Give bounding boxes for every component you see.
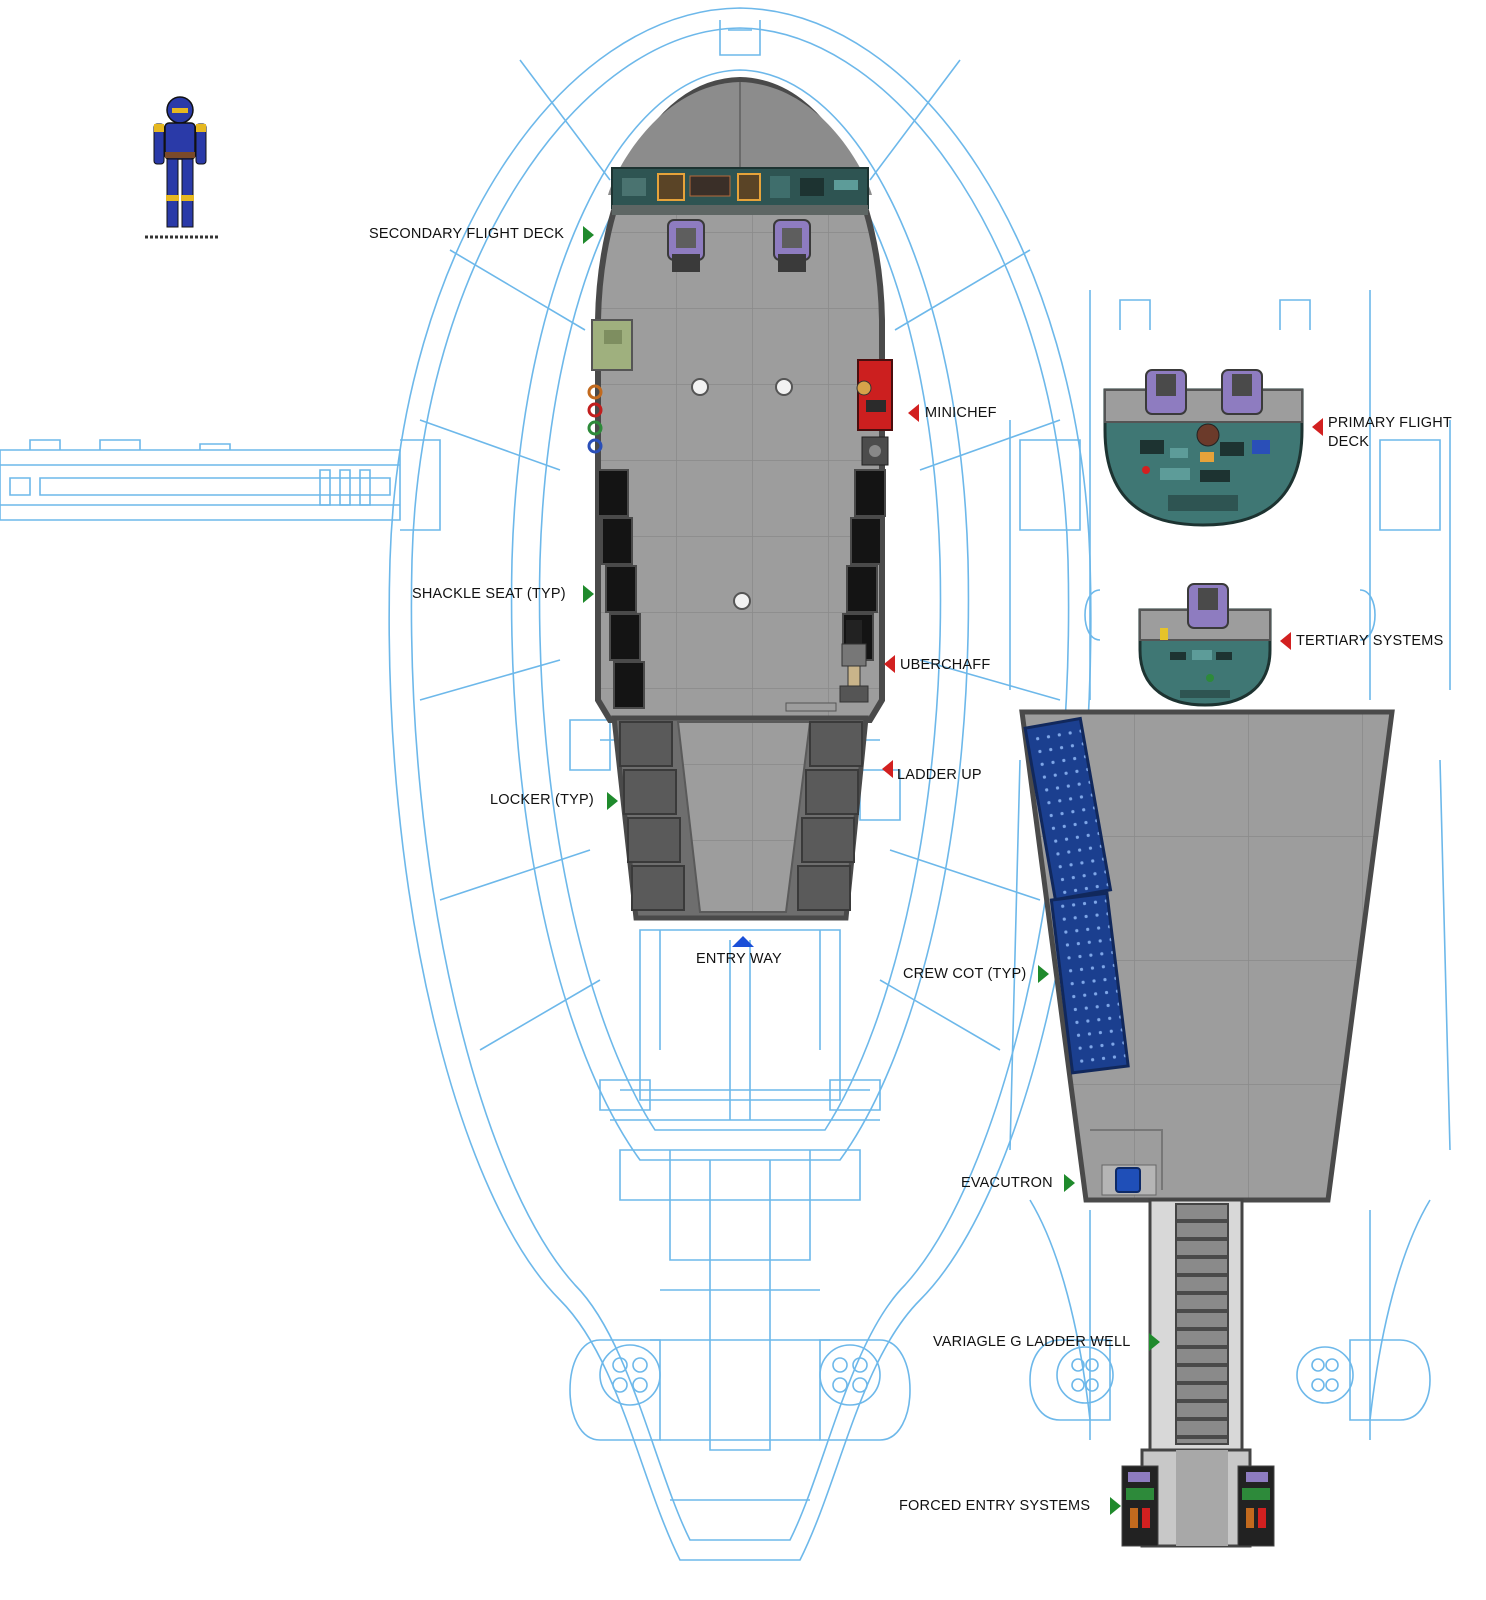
label-minichef: MINICHEF [925,405,997,421]
lockers-right [797,721,863,911]
seat [667,219,705,272]
label-entry-way: ENTRY WAY [696,951,782,967]
main-deck-lower [611,715,869,921]
shackle-seats-left [597,469,645,709]
scale-figure [145,96,220,239]
label-forced-entry-systems: FORCED ENTRY SYSTEMS [899,1498,1091,1514]
seat [1187,583,1229,629]
cannon-blueprint [0,439,441,531]
equipment-panel [591,319,633,371]
primary-flight-deck [1103,369,1304,527]
label-tertiary-systems: TERTIARY SYSTEMS [1296,633,1444,649]
seat [1145,369,1187,415]
shackle-seats-right [842,469,886,661]
pointer-green-arrow [583,585,594,603]
forced-entry-left [1121,1465,1159,1547]
pointer-green-arrow [1064,1174,1075,1192]
uberchaff-unit [839,620,869,703]
ladder-well [1121,1198,1275,1548]
secondary-deck [587,76,893,723]
label-primary-flight-deck-line2: DECK [1328,434,1370,450]
pointer-red-arrow [1312,418,1323,436]
crew-cot [1049,891,1130,1075]
label-uberchaff: UBERCHAFF [900,657,991,673]
label-variagle-g-ladder-well: VARIAGLE G LADDER WELL [933,1334,1131,1350]
pointer-red-arrow [1280,632,1291,650]
pointer-red-arrow [908,404,919,422]
pointer-green-arrow [1149,1333,1160,1351]
label-evacutron: EVACUTRON [961,1175,1053,1191]
tertiary-systems [1138,583,1272,707]
lockers-left [619,721,685,911]
hull-blueprint-right [1009,290,1451,1440]
label-locker: LOCKER (TYP) [490,792,594,808]
pointer-green-arrow [583,226,594,244]
pointer-green-arrow [607,792,618,810]
seat [773,219,811,272]
pointer-blue-arrow [732,936,754,947]
pointer-green-arrow [1038,965,1049,983]
crew-deck [1019,709,1395,1203]
forced-entry-right [1237,1465,1275,1547]
label-crew-cot: CREW COT (TYP) [903,966,1027,982]
label-primary-flight-deck-line1: PRIMARY FLIGHT [1328,415,1452,431]
hull-blueprint-left [388,7,1092,1561]
pointer-green-arrow [1110,1497,1121,1515]
label-ladder-up: LADDER UP [897,767,982,783]
pointer-red-arrow [884,655,895,673]
label-secondary-flight-deck: SECONDARY FLIGHT DECK [369,226,565,242]
seat [1221,369,1263,415]
pointer-red-arrow [882,760,893,778]
label-shackle-seat: SHACKLE SEAT (TYP) [412,586,566,602]
